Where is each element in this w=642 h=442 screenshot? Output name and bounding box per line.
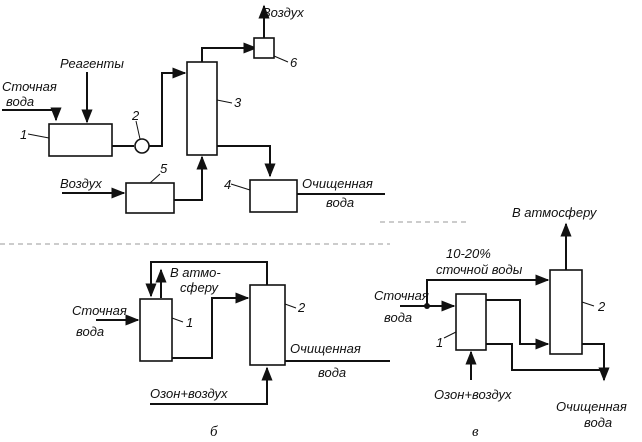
recycle-loop xyxy=(145,261,268,298)
reagents-label: Реагенты xyxy=(60,56,124,71)
treated-c-line1: Очищенная xyxy=(556,399,627,414)
wastewater-label-line1: Сточная xyxy=(2,79,57,94)
leader-5 xyxy=(149,173,161,184)
ozone-air-inlet-b xyxy=(150,366,273,405)
pipe-col1-col2-c xyxy=(486,299,550,350)
unit-5 xyxy=(125,182,175,214)
air-in-label: Воздух xyxy=(60,176,102,191)
atmosphere-label: В атмосферу xyxy=(512,205,598,220)
pipe-unit5-column xyxy=(174,155,208,201)
air-out-label: Воздух xyxy=(262,5,304,20)
wastewater-c-line1: Сточная xyxy=(374,288,429,303)
caption-b: б xyxy=(210,424,218,440)
label-1: 1 xyxy=(20,127,27,142)
label-b1: 1 xyxy=(186,315,193,330)
tank-1 xyxy=(48,123,113,157)
wastewater-b-line1: Сточная xyxy=(72,303,127,318)
label-c2: 2 xyxy=(597,299,606,314)
column-1-c xyxy=(455,293,487,351)
treated-b-line1: Очищенная xyxy=(290,341,361,356)
wastewater-label-line2: вода xyxy=(6,94,34,109)
column-3 xyxy=(186,61,218,156)
treated-outlet-c xyxy=(582,343,610,382)
label-c1: 1 xyxy=(436,335,443,350)
unit-6 xyxy=(253,37,275,59)
wastewater-c-line2: вода xyxy=(384,310,412,325)
ozone-air-label-b: Озон+воздух xyxy=(150,386,228,401)
label-2: 2 xyxy=(131,108,140,123)
leader-b2 xyxy=(284,303,297,309)
leader-6 xyxy=(273,55,289,63)
column-2-b xyxy=(249,284,286,366)
label-3: 3 xyxy=(234,95,242,110)
caption-c: в xyxy=(472,424,479,440)
leader-b1 xyxy=(171,317,184,323)
atm-label-line2: сферу xyxy=(180,280,220,295)
pct-label: 10-20% xyxy=(446,246,491,261)
label-4: 4 xyxy=(224,177,231,192)
column-1-b xyxy=(139,298,173,362)
leader-c1 xyxy=(443,331,457,339)
label-6: 6 xyxy=(290,55,298,70)
diagram-c: В атмосферу 10-20% сточной воды Сточная … xyxy=(374,205,627,440)
wastewater-inlet-arrow xyxy=(2,107,62,122)
leader-4 xyxy=(230,183,251,191)
wastewater-b-line2: вода xyxy=(76,324,104,339)
treated-label-line1: Очищенная xyxy=(302,176,373,191)
diagram-a: Воздух Реагенты Сточная вода Воздух Очищ… xyxy=(2,4,385,214)
leader-1 xyxy=(27,133,50,139)
leader-2 xyxy=(135,120,141,140)
treated-label-line2: вода xyxy=(326,195,354,210)
treated-c-line2: вода xyxy=(584,415,612,430)
pipe-column-tank4 xyxy=(217,145,276,178)
pipe-col1-col2 xyxy=(172,292,250,359)
diagram-b: В атмо- сферу Сточная вода Очищенная вод… xyxy=(72,261,390,440)
ozone-air-label-c: Озон+воздух xyxy=(434,387,512,402)
bypass-arrow xyxy=(426,274,550,306)
pipe-col1-outlet-c xyxy=(486,343,604,371)
treated-b-line2: вода xyxy=(318,365,346,380)
leader-c2 xyxy=(581,301,595,307)
leader-3 xyxy=(216,99,233,104)
column-2-c xyxy=(549,269,583,355)
pct-sub-label: сточной воды xyxy=(436,262,523,277)
pump-2 xyxy=(134,138,150,154)
atm-label-line1: В атмо- xyxy=(170,265,221,280)
tank-4 xyxy=(249,179,298,213)
label-b2: 2 xyxy=(297,300,306,315)
pipe-column-unit6 xyxy=(201,42,258,62)
pipe-pump-column xyxy=(149,67,187,147)
label-5: 5 xyxy=(160,161,168,176)
